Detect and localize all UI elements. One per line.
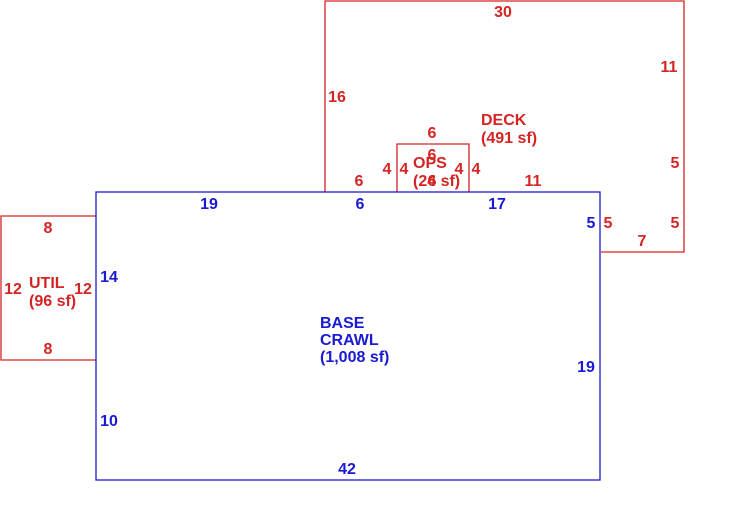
base-name-line1: BASE xyxy=(320,315,365,332)
util-dim-top: 8 xyxy=(44,220,53,237)
base-name-line2: CRAWL xyxy=(320,332,379,349)
util-name: UTIL xyxy=(29,275,65,292)
util-dim-left: 12 xyxy=(4,281,22,298)
deck-area: (491 sf) xyxy=(481,130,537,147)
util-outline xyxy=(0,215,96,361)
base-dim-right-upper: 5 xyxy=(587,215,596,232)
ops-dim-bottom: 6 xyxy=(428,173,437,190)
base-dim-left-upper: 14 xyxy=(100,269,118,286)
ops-dim-right-outer: 4 xyxy=(472,161,481,178)
base-dim-top-left: 19 xyxy=(200,196,218,213)
deck-name: DECK xyxy=(481,112,527,129)
ops-name: OPS xyxy=(413,155,447,172)
base-dim-right: 19 xyxy=(577,359,595,376)
base-area: (1,008 sf) xyxy=(320,349,389,366)
deck-dim-right-lower: 5 xyxy=(671,215,680,232)
deck-outline xyxy=(324,0,685,253)
base-dim-top-mid: 6 xyxy=(356,196,365,213)
base-dim-left-lower: 10 xyxy=(100,413,118,430)
util-dim-bottom: 8 xyxy=(44,341,53,358)
ops-area: (24 sf) xyxy=(413,173,460,190)
deck-dim-bottom-right: 11 xyxy=(525,173,542,190)
deck-dim-right-upper: 11 xyxy=(661,59,678,76)
deck-dim-right-mid: 5 xyxy=(671,155,680,172)
base-dim-bottom: 42 xyxy=(338,461,356,478)
ops-dim-left-inner: 4 xyxy=(400,161,409,178)
ops-dim-top-outer: 6 xyxy=(428,125,437,142)
deck-dim-bottom: 7 xyxy=(638,233,647,250)
ops-dim-right-inner: 4 xyxy=(455,161,464,178)
base-crawl-outline xyxy=(95,191,601,481)
deck-dim-inner-right: 5 xyxy=(604,215,613,232)
deck-dim-bottom-left: 6 xyxy=(355,173,364,190)
base-dim-top-right: 17 xyxy=(488,196,506,213)
ops-dim-top-inner: 6 xyxy=(428,147,437,164)
util-area: (96 sf) xyxy=(29,293,76,310)
deck-dim-top: 30 xyxy=(494,4,512,21)
deck-dim-left: 16 xyxy=(328,89,346,106)
ops-outline xyxy=(396,143,470,192)
ops-dim-left-outer: 4 xyxy=(383,161,392,178)
util-dim-right: 12 xyxy=(74,281,92,298)
